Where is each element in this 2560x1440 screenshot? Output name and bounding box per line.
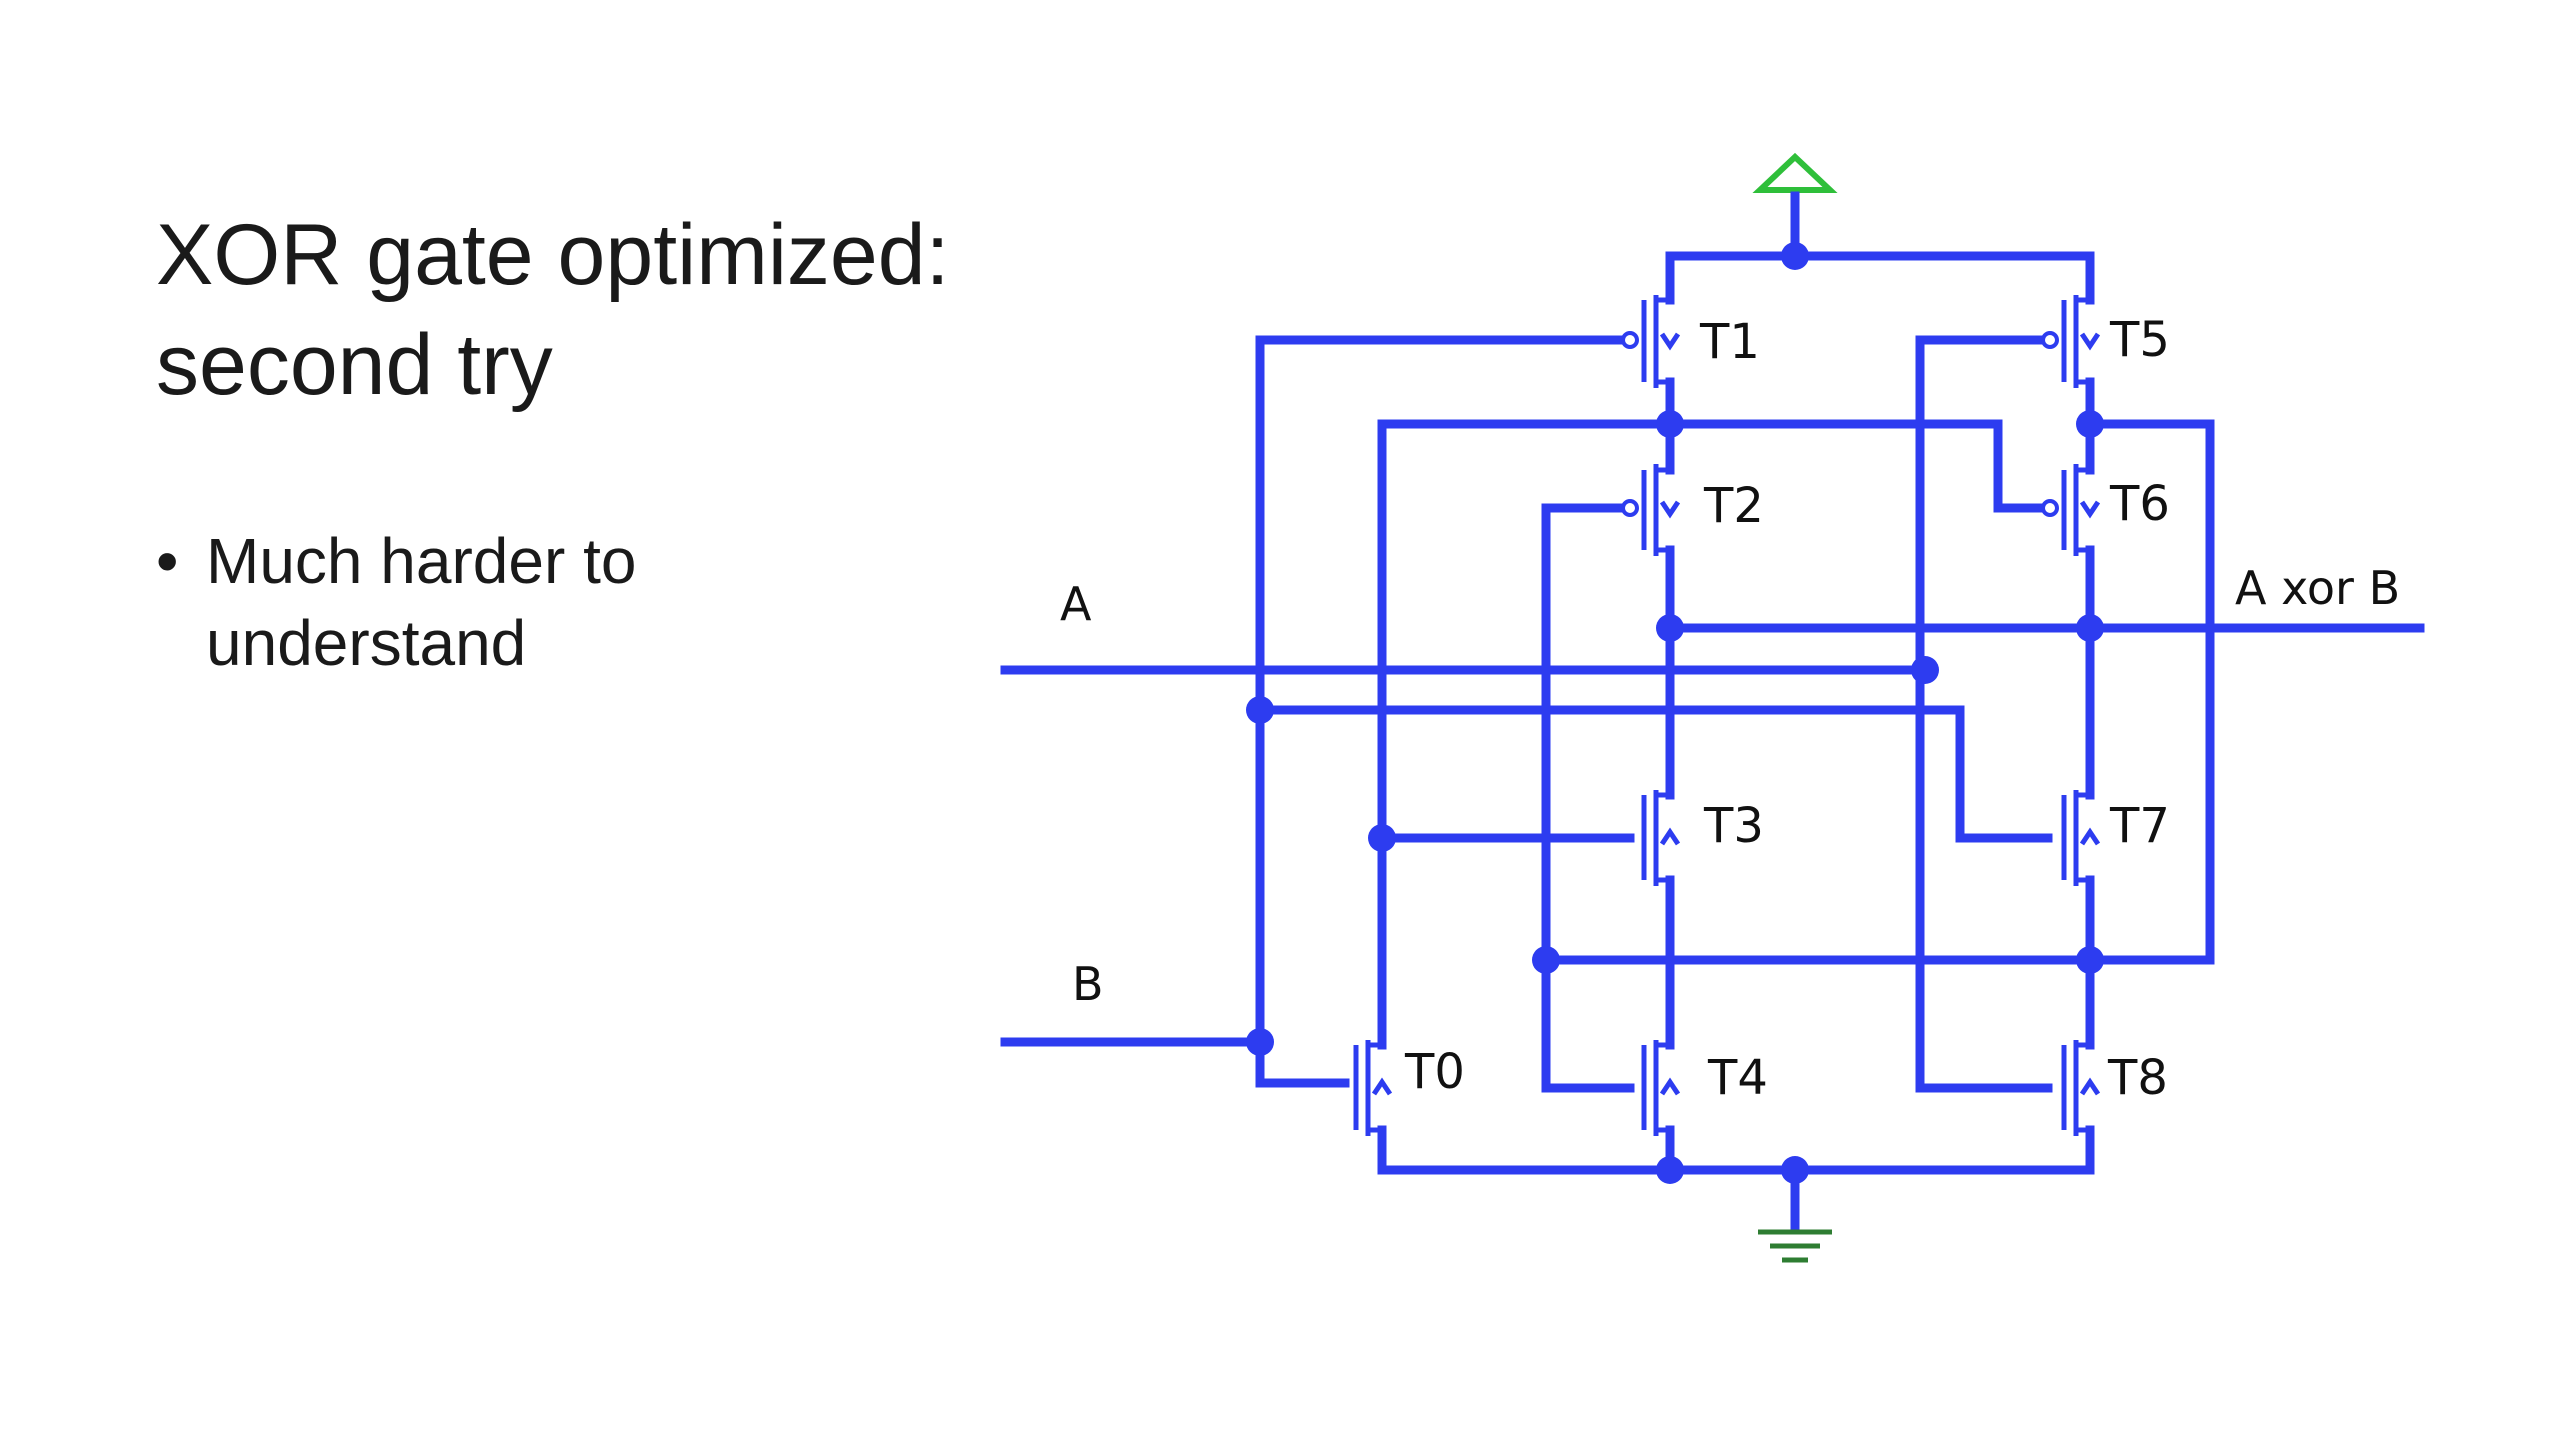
routing-wires [1255,251,2215,1175]
label-t4: T4 [1707,1050,1768,1106]
transistor-t5: T5 [2041,295,2170,388]
transistor-t1: T1 [1621,295,1760,388]
output-label: A xor B [2235,561,2400,615]
label-t2: T2 [1703,478,1764,534]
transistor-t3: T3 [1641,790,1764,886]
bullet-item: • Much harder to understand [156,520,956,684]
transistor-t6: T6 [2041,464,2170,556]
junction-dots [1246,242,2104,1184]
input-wires [1000,665,1930,1047]
vdd-symbol [1752,152,1838,261]
transistor-t8: T8 [2061,1040,2168,1136]
transistor-t2: T2 [1621,464,1764,556]
bullet-text: Much harder to understand [206,520,956,684]
label-t0: T0 [1404,1044,1465,1100]
bullet-line-2: understand [206,607,527,679]
label-t1: T1 [1699,314,1760,370]
bullet-list: • Much harder to understand [156,520,956,684]
label-t3: T3 [1703,798,1764,854]
label-t7: T7 [2109,798,2170,854]
title-line-1: XOR gate optimized: [156,207,950,303]
input-b-label: B [1072,957,1104,1011]
title-line-2: second try [156,317,553,413]
input-a-label: A [1060,577,1092,631]
label-t5: T5 [2109,312,2170,368]
rails [1377,251,2095,1175]
bullet-dot: • [156,525,179,597]
label-t6: T6 [2109,476,2170,532]
label-t8: T8 [2107,1050,2168,1106]
transistor-t4: T4 [1641,1040,1768,1136]
transistor-t0: T0 [1353,1040,1465,1136]
slide-title: XOR gate optimized: second try [156,200,1056,420]
bullet-line-1: Much harder to [206,525,637,597]
transistor-t7: T7 [2061,790,2170,886]
